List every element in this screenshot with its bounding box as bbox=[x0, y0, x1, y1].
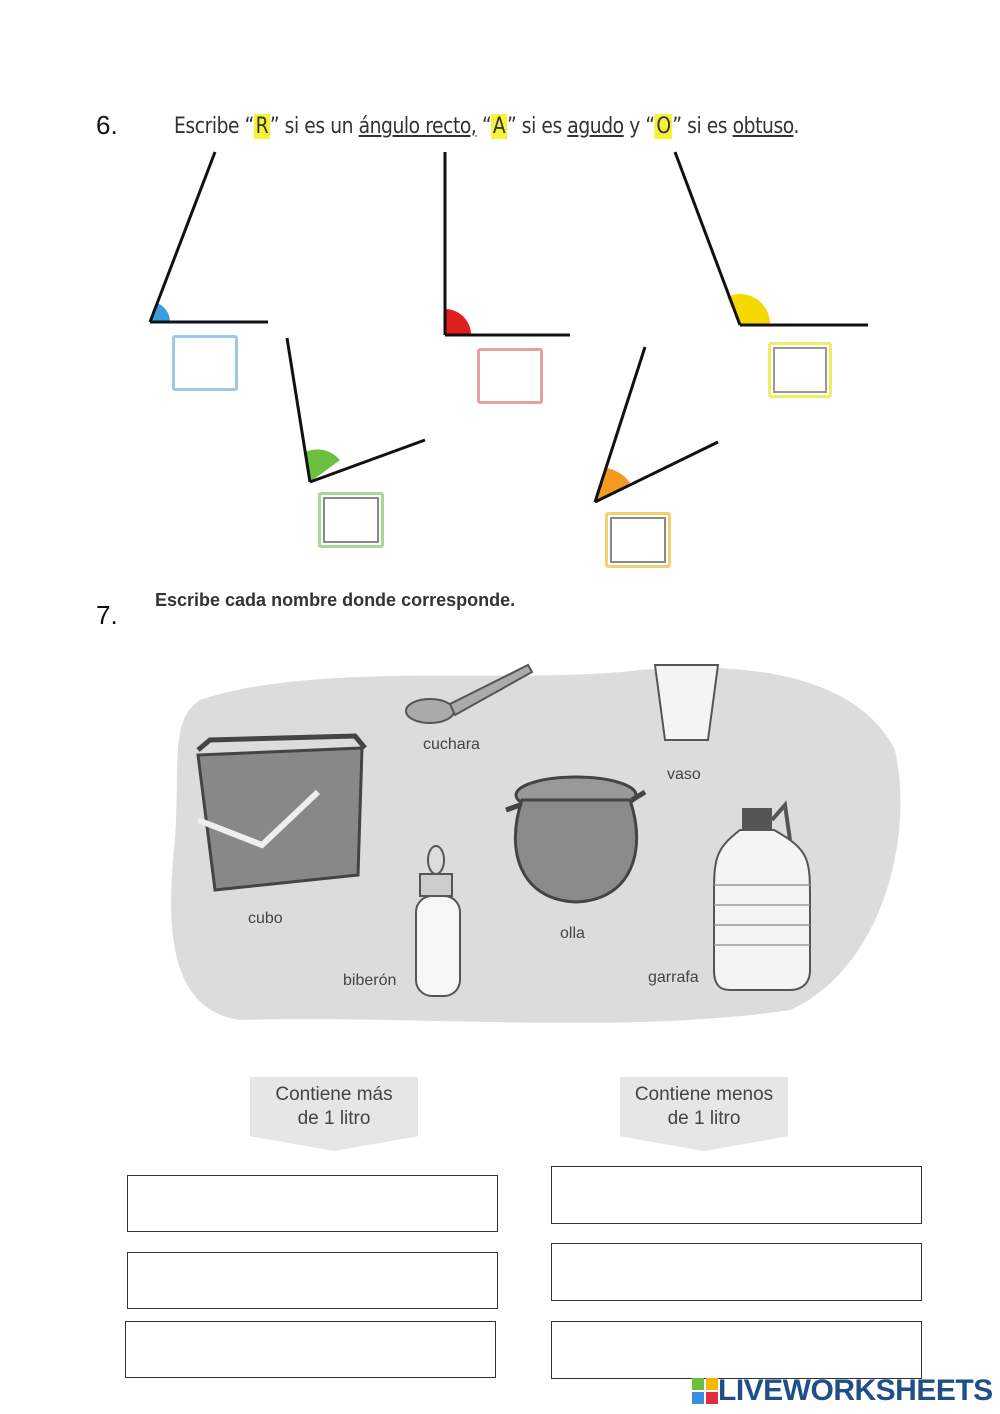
question-number-6: 6. bbox=[96, 110, 118, 140]
question-number-7: 7. bbox=[96, 600, 118, 630]
answer-more-1[interactable] bbox=[127, 1175, 498, 1232]
brand-text: LIVEWORKSHEETS bbox=[718, 1374, 993, 1407]
containers-illustration bbox=[171, 663, 901, 1023]
txt: A bbox=[491, 114, 508, 139]
category-less-than-1-litre: Contiene menos de 1 litro bbox=[620, 1077, 788, 1151]
answer-less-1[interactable] bbox=[551, 1166, 922, 1224]
glass-icon bbox=[653, 664, 720, 741]
txt: agudo bbox=[567, 114, 624, 139]
txt: ” si es un bbox=[269, 114, 359, 139]
label-cuchara: cuchara bbox=[423, 736, 480, 753]
jug-icon bbox=[713, 800, 811, 991]
answer-box-angle-1[interactable] bbox=[172, 335, 238, 391]
txt: . bbox=[793, 114, 799, 139]
live-blocks-icon bbox=[692, 1378, 718, 1404]
label-cubo: cubo bbox=[248, 910, 283, 927]
bucket-icon bbox=[196, 733, 367, 892]
answer-box-angle-2[interactable] bbox=[477, 348, 543, 404]
q7-instruction: Escribe cada nombre donde corresponde. bbox=[155, 590, 516, 610]
txt: Contiene menos bbox=[634, 1084, 774, 1105]
answer-box-angle-4[interactable] bbox=[318, 492, 384, 548]
answer-box-angle-3[interactable] bbox=[768, 342, 832, 398]
answer-less-2[interactable] bbox=[551, 1243, 922, 1301]
txt: ” si es bbox=[672, 114, 733, 139]
angle-obtuse-yellow bbox=[673, 151, 868, 327]
pot-icon bbox=[505, 775, 647, 904]
angle-acute-blue bbox=[148, 151, 268, 324]
liveworksheets-logo: LIVEWORKSHEETS bbox=[692, 1374, 993, 1408]
answer-box-angle-5[interactable] bbox=[605, 512, 671, 568]
baby-bottle-icon bbox=[415, 845, 461, 997]
txt: ” si es bbox=[507, 114, 568, 139]
answer-less-3[interactable] bbox=[551, 1321, 922, 1379]
angle-right-red bbox=[443, 152, 570, 337]
angle-acute-green bbox=[285, 337, 426, 484]
txt: ángulo recto, bbox=[358, 114, 477, 139]
label-biberon: biberón bbox=[343, 972, 397, 989]
txt: O bbox=[654, 114, 673, 139]
label-vaso: vaso bbox=[667, 766, 701, 783]
txt: Escribe “ bbox=[174, 114, 254, 139]
txt: R bbox=[253, 114, 270, 139]
txt: “ bbox=[476, 114, 492, 139]
category-more-than-1-litre: Contiene más de 1 litro bbox=[250, 1077, 418, 1151]
txt: de 1 litro bbox=[297, 1108, 371, 1129]
txt: obtuso bbox=[732, 114, 794, 139]
label-olla: olla bbox=[560, 925, 585, 942]
angles-figure bbox=[148, 151, 868, 504]
txt: Contiene más bbox=[275, 1084, 393, 1105]
q6-instruction: Escribe “R” si es un ángulo recto, “A” s… bbox=[174, 114, 799, 139]
answer-more-2[interactable] bbox=[127, 1252, 498, 1309]
angle-acute-orange bbox=[593, 346, 719, 504]
label-garrafa: garrafa bbox=[648, 969, 699, 986]
answer-more-3[interactable] bbox=[125, 1321, 496, 1378]
txt: y “ bbox=[623, 114, 655, 139]
spoon-icon bbox=[405, 663, 534, 724]
txt: de 1 litro bbox=[667, 1108, 741, 1129]
